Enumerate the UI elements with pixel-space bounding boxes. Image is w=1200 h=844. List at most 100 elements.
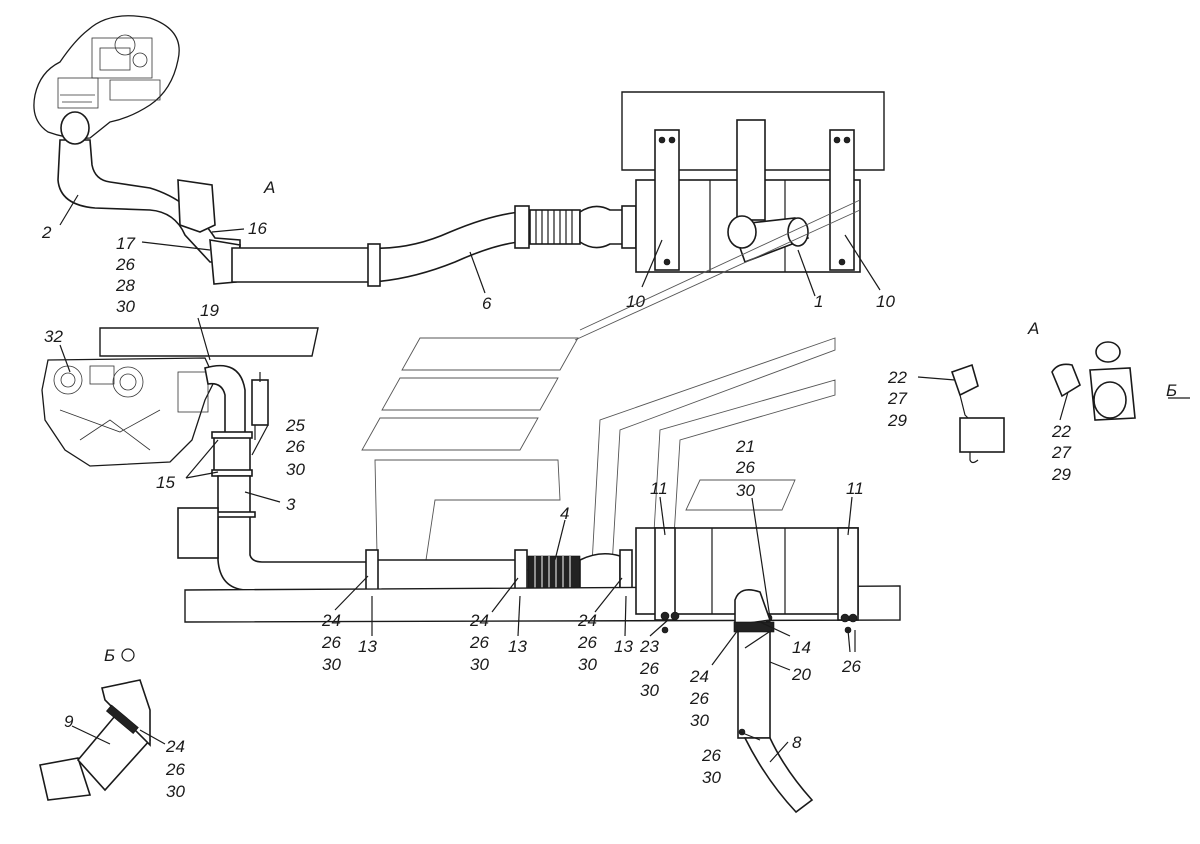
label-15: 15	[156, 473, 175, 492]
detail-b-marker	[121, 648, 135, 662]
label-24-a: 24	[321, 611, 341, 630]
flange-upper-left	[514, 205, 530, 249]
label-13-a: 13	[358, 637, 377, 656]
engine-detail-lower	[53, 365, 209, 451]
label-6: 6	[482, 294, 492, 313]
label-16: 16	[248, 219, 267, 238]
label-30-a: 30	[116, 297, 135, 316]
engine-outline-upper	[33, 15, 180, 140]
flex-neck-upper	[579, 205, 626, 249]
label-11-right: 11	[846, 479, 864, 498]
upper-assembly-view	[33, 15, 885, 287]
label-30-g: 30	[640, 681, 659, 700]
label-26-h: 26	[841, 657, 861, 676]
label-28: 28	[115, 276, 135, 295]
label-27-a: 27	[887, 389, 907, 408]
flange-upper-right	[621, 205, 637, 249]
label-30-i: 30	[702, 768, 721, 787]
flange-bracket-lower	[177, 507, 219, 559]
label-9: 9	[64, 712, 74, 731]
pipe-2	[57, 139, 241, 263]
label-30-e: 30	[470, 655, 489, 674]
label-30-j: 30	[166, 782, 185, 801]
clamp-tailpipe	[733, 621, 775, 633]
label-10-right: 10	[876, 292, 895, 311]
label-19: 19	[200, 301, 219, 320]
detail-a	[950, 341, 1136, 464]
leader-lines	[59, 194, 1190, 763]
callout-labels: 2 А 16 17 26 28 30 6 10 1 10 32 19 25 26…	[41, 178, 1177, 801]
tailpipe-20	[737, 627, 771, 739]
label-3: 3	[286, 495, 296, 514]
detail-a-bracket-left	[959, 417, 1005, 453]
pipe-lower-straight	[369, 559, 521, 593]
label-26-c: 26	[735, 458, 755, 477]
label-26-j: 26	[701, 746, 721, 765]
label-30-h: 30	[690, 711, 709, 730]
detail-a-clamp-left	[950, 363, 979, 397]
frame-rail-lower-top	[99, 327, 319, 357]
label-30-d: 30	[322, 655, 341, 674]
label-26-k: 26	[165, 760, 185, 779]
label-11-left: 11	[650, 479, 668, 498]
label-26-e: 26	[469, 633, 489, 652]
label-17: 17	[116, 234, 135, 253]
label-27-b: 27	[1051, 443, 1071, 462]
label-view-a-detail: А	[1027, 319, 1039, 338]
label-view-b-bottom: Б	[104, 646, 115, 665]
label-4: 4	[560, 504, 569, 523]
strap-11a	[654, 527, 676, 621]
detail-b-clamp	[105, 704, 139, 735]
label-29-a: 29	[887, 411, 907, 430]
lower-assembly-view	[41, 327, 901, 814]
label-32: 32	[44, 327, 63, 346]
label-10-left: 10	[626, 292, 645, 311]
label-24-d: 24	[689, 667, 709, 686]
label-24-e: 24	[165, 737, 185, 756]
label-25: 25	[285, 416, 305, 435]
pipe-2-flange	[60, 111, 90, 145]
clamp-upper-1	[367, 243, 381, 287]
detail-b-top	[101, 679, 151, 747]
strap-11b	[837, 527, 859, 621]
detail-b	[39, 648, 152, 801]
label-21: 21	[735, 437, 755, 456]
label-8: 8	[792, 733, 802, 752]
label-2: 2	[41, 223, 52, 242]
tailpipe-14	[734, 589, 772, 626]
label-13-b: 13	[508, 637, 527, 656]
brackets-10	[654, 119, 855, 271]
pipe-3-upper-section	[213, 434, 251, 474]
label-24-c: 24	[577, 611, 597, 630]
label-13-c: 13	[614, 637, 633, 656]
pipe-19-elbow	[204, 364, 246, 436]
label-1: 1	[814, 292, 823, 311]
label-20: 20	[791, 665, 811, 684]
brake-valve	[251, 379, 269, 426]
brake-valve-stem	[254, 372, 261, 440]
label-23: 23	[639, 637, 659, 656]
label-26-f: 26	[577, 633, 597, 652]
muffler-lower-seams	[711, 528, 786, 614]
label-view-b-detail: Б	[1166, 381, 1177, 400]
label-26-g: 26	[639, 659, 659, 678]
clamp-15b	[211, 469, 253, 477]
pipe-3	[217, 475, 371, 591]
label-26-i: 26	[689, 689, 709, 708]
label-30-c: 30	[736, 481, 755, 500]
engine-detail-upper	[57, 34, 161, 109]
bracket-16	[177, 179, 216, 233]
label-30-b: 30	[286, 460, 305, 479]
detail-a-clamp-right	[1051, 363, 1081, 398]
label-26-d: 26	[321, 633, 341, 652]
label-29-b: 29	[1051, 465, 1071, 484]
label-22-a: 22	[887, 368, 907, 387]
label-14: 14	[792, 638, 811, 657]
label-24-b: 24	[469, 611, 489, 630]
label-26-b: 26	[285, 437, 305, 456]
clamp-15a	[211, 431, 253, 439]
tailpipe-8	[743, 737, 814, 814]
label-view-a-top: А	[263, 178, 275, 197]
pipe-3-ring	[212, 511, 256, 518]
